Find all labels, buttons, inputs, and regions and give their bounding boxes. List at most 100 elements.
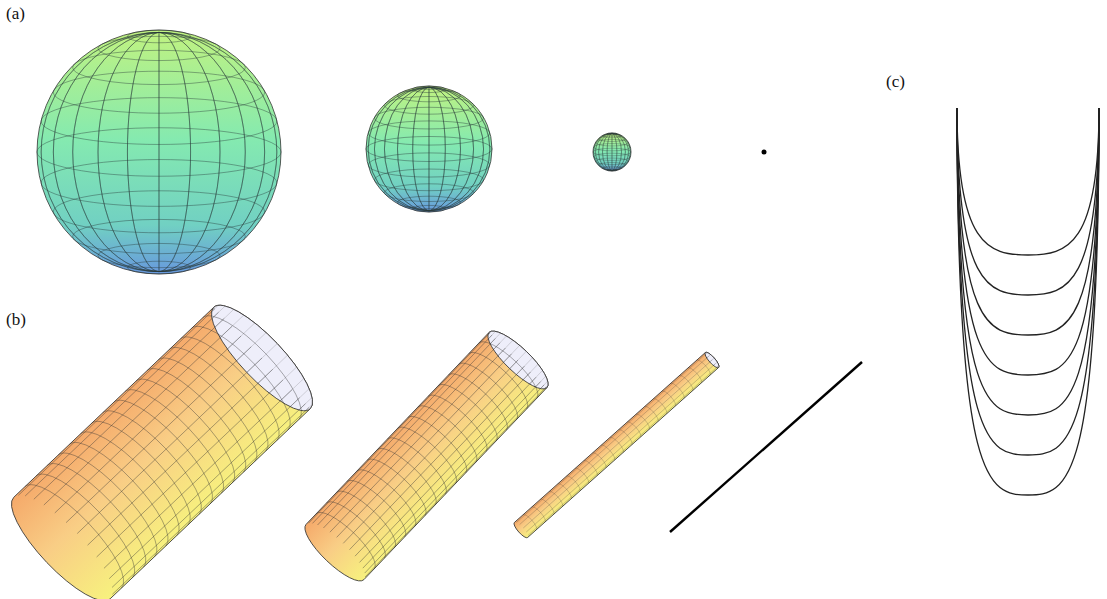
inner-line (490, 333, 500, 344)
longitude-line (384, 87, 473, 210)
cylinder (512, 351, 721, 540)
longitude-line (413, 87, 446, 210)
axial-line (360, 377, 537, 562)
ring-line (619, 428, 635, 445)
inner-line (247, 344, 277, 373)
longitude-line (607, 133, 617, 170)
axial-line (55, 336, 241, 513)
inner-line (488, 331, 495, 339)
ring-line (549, 490, 565, 507)
ring-line (523, 513, 539, 530)
ring-line (316, 505, 382, 569)
longitude-line (127, 32, 190, 271)
inner-line (280, 378, 304, 401)
axial-line (104, 390, 292, 569)
longitude-line (607, 133, 617, 170)
inner-line (717, 365, 719, 367)
inner-line (258, 355, 288, 383)
longitude-line (159, 32, 160, 271)
ring-line (367, 452, 433, 516)
longitude-line (603, 133, 622, 170)
axial-line (520, 356, 709, 524)
inner-line (705, 353, 707, 355)
axial-line (528, 366, 718, 535)
nested-curves (957, 108, 1099, 495)
ring-line (636, 412, 652, 429)
axial-line (112, 404, 305, 588)
ring-line (662, 389, 678, 406)
inner-line (493, 336, 506, 350)
axial-line (365, 387, 546, 577)
longitude-line (612, 133, 613, 170)
cylinder (298, 324, 555, 589)
ring-line (347, 473, 413, 537)
longitude-line (599, 133, 626, 170)
panel-label: (c) (886, 72, 905, 92)
longitude-line (398, 87, 461, 210)
inner-line (544, 385, 548, 389)
inner-line (540, 381, 547, 389)
u-curve (957, 108, 1099, 255)
u-curve (957, 108, 1099, 495)
ring-line (688, 366, 704, 383)
longitude-line (374, 87, 483, 210)
ring-line (337, 484, 403, 548)
ring-line (387, 430, 453, 494)
ring-line (558, 482, 574, 499)
longitude-line (603, 133, 622, 170)
inner-line (710, 358, 714, 362)
inner-line (707, 355, 711, 358)
ring-line (357, 462, 423, 526)
axial-line (109, 398, 300, 579)
longitude-line (73, 32, 246, 271)
ring-line (418, 398, 484, 462)
ring-line (671, 381, 687, 398)
cylinder (0, 293, 325, 599)
longitude-line (594, 133, 631, 170)
u-curve (957, 108, 1099, 335)
inner-line (488, 331, 492, 335)
axial-line (516, 354, 706, 523)
longitude-line (398, 87, 461, 210)
ring-line (428, 388, 494, 452)
inner-line (498, 340, 513, 356)
ring-line (438, 377, 504, 441)
axial-line (66, 347, 251, 523)
axial-line (44, 326, 232, 505)
spheres (37, 30, 767, 274)
ring-line (653, 397, 669, 414)
longitude-line (53, 32, 264, 271)
longitude-line (429, 87, 430, 210)
longitude-line (384, 87, 473, 210)
u-curve (957, 108, 1099, 415)
axial-line (350, 366, 525, 550)
ring-line (180, 324, 292, 440)
cylinders (0, 293, 862, 599)
sphere-surface (366, 86, 492, 212)
longitude-line (127, 32, 190, 271)
longitude-line (594, 133, 631, 170)
ring-line (601, 443, 617, 460)
ring-line (592, 451, 608, 468)
ring-line (566, 474, 582, 491)
inner-line (306, 404, 313, 410)
cylinder-surface (298, 324, 555, 589)
ring-line (610, 436, 626, 453)
longitude-line (73, 32, 246, 271)
ring-line (408, 409, 474, 473)
ring-line (575, 466, 591, 483)
sphere (593, 133, 631, 171)
axial-line (34, 318, 225, 499)
inner-line (510, 351, 527, 368)
u-curve (957, 108, 1099, 455)
axial-line (318, 338, 496, 525)
ring-line (540, 497, 556, 514)
ring-line (469, 345, 535, 409)
axial-line (363, 382, 541, 569)
longitude-line (98, 32, 220, 271)
u-curve (957, 108, 1099, 295)
axial-line (337, 354, 512, 538)
ring-line (679, 374, 695, 391)
